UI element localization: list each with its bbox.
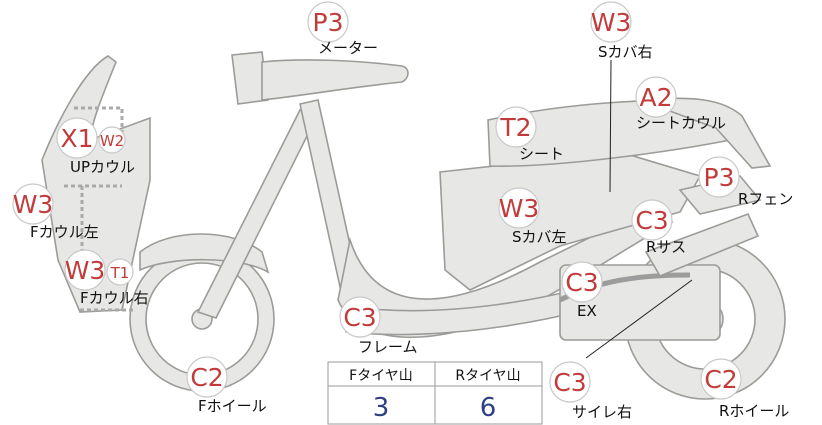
frame-code: C3 (343, 303, 376, 332)
f-cowl-left-code-circle (12, 183, 54, 225)
r-fender-code-circle (698, 156, 740, 198)
tire-table-value-front: 3 (373, 393, 390, 423)
f-cowl-left-label: Fカウル左 (30, 223, 99, 241)
r-fender-code: P3 (704, 163, 735, 192)
seat-cowl-label: シートカウル (636, 114, 726, 132)
s-cover-left-label: Sカバ左 (512, 228, 567, 246)
s-cover-right-code-circle (590, 1, 632, 43)
r-suspension-label: Rサス (646, 238, 686, 256)
f-cowl-right-sub-code: T1 (110, 264, 130, 282)
rear-shock-shape (644, 212, 760, 278)
cowl-panel-outline (64, 106, 134, 312)
f-cowl-right-sub-circle (106, 258, 134, 286)
seat-marker[interactable]: T2 (495, 106, 537, 148)
frame-label: フレーム (358, 338, 418, 356)
meter-code: P3 (313, 8, 344, 37)
s-cover-right-marker[interactable]: W3 (590, 1, 632, 43)
s-cover-left-marker[interactable]: W3 (498, 187, 540, 229)
f-cowl-left-code: W3 (13, 190, 54, 219)
tire-tread-table: Fタイヤ山 Rタイヤ山 3 6 (327, 361, 543, 425)
s-cover-left-code-circle (498, 187, 540, 229)
r-fender-label: Rフェン (738, 190, 793, 208)
s-cover-left-code: W3 (499, 194, 540, 223)
f-cowl-right-code-circle (64, 249, 106, 291)
r-suspension-marker[interactable]: C3 (631, 199, 673, 241)
muffler-right-label: サイレ右 (572, 403, 632, 421)
r-wheel-code-circle (700, 358, 742, 400)
s-cover-right-label: Sカバ右 (598, 43, 653, 61)
r-suspension-code: C3 (635, 206, 668, 235)
up-cowl-code-circle (56, 117, 98, 159)
up-cowl-sub-code: W2 (100, 132, 124, 150)
exhaust-code-circle (561, 261, 603, 303)
meter-housing-shape (261, 59, 409, 101)
s-cover-right-code: W3 (591, 8, 632, 37)
r-wheel-marker[interactable]: C2 (700, 358, 742, 400)
up-cowl-label: UPカウル (70, 158, 135, 176)
f-wheel-code: C2 (190, 363, 223, 392)
f-wheel-label: Fホイール (198, 397, 267, 415)
frame-marker[interactable]: C3 (339, 296, 381, 338)
tire-table-header-rear: Rタイヤ山 (455, 368, 520, 384)
tire-table-header-front: Fタイヤ山 (349, 368, 413, 384)
seat-cowl-marker[interactable]: A2 (635, 76, 677, 118)
exhaust-code: C3 (565, 268, 598, 297)
r-wheel-label: Rホイール (719, 402, 789, 420)
r-wheel-code: C2 (704, 365, 737, 394)
seat-code: T2 (499, 113, 531, 142)
frame-code-circle (339, 296, 381, 338)
f-cowl-left-marker[interactable]: W3 (12, 183, 54, 225)
exhaust-label: EX (577, 302, 597, 320)
f-wheel-code-circle (186, 356, 228, 398)
frame-swoop-shape (337, 207, 674, 339)
muffler-right-marker[interactable]: C3 (549, 361, 591, 403)
muffler-right-code-circle (549, 361, 591, 403)
r-fender-marker[interactable]: P3 (698, 156, 740, 198)
leader-lines (585, 59, 693, 359)
f-cowl-right-label: Fカウル右 (80, 289, 149, 307)
meter-code-circle (307, 1, 349, 43)
meter-label: メーター (318, 39, 378, 57)
up-cowl-sub-circle (98, 126, 126, 154)
f-wheel-marker[interactable]: C2 (186, 356, 228, 398)
muffler-right-code: C3 (553, 368, 586, 397)
meter-marker[interactable]: P3 (307, 1, 349, 43)
f-cowl-right-code: W3 (65, 256, 106, 285)
r-suspension-code-circle (631, 199, 673, 241)
motorcycle-silhouette (41, 51, 786, 400)
f-cowl-right-marker[interactable]: W3 T1 (64, 249, 134, 291)
seat-cowl-code: A2 (639, 83, 672, 112)
tire-table-value-rear: 6 (480, 393, 497, 423)
seat-label: シート (519, 145, 564, 163)
up-cowl-marker[interactable]: X1 W2 (56, 117, 126, 159)
up-cowl-code: X1 (60, 124, 93, 153)
exhaust-marker[interactable]: C3 (561, 261, 603, 303)
seat-code-circle (495, 106, 537, 148)
seat-cowl-code-circle (635, 76, 677, 118)
